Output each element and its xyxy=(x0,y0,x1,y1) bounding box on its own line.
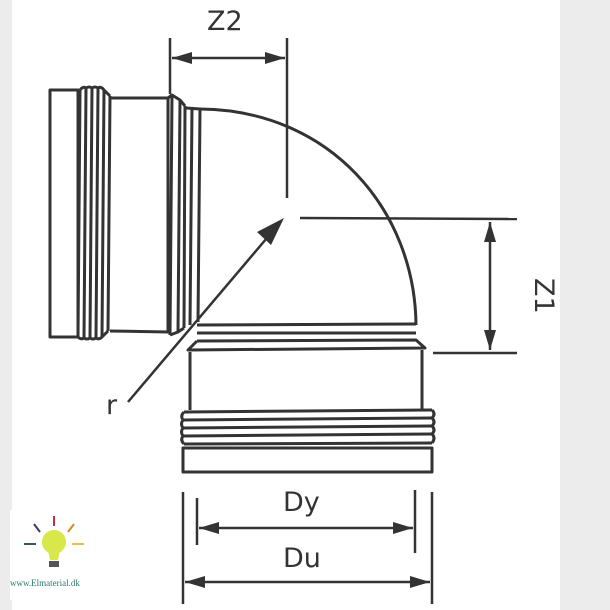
z1-extension-top xyxy=(299,216,518,221)
left-socket-threads xyxy=(76,85,112,341)
left-socket-body xyxy=(109,96,170,334)
dimensions xyxy=(127,38,518,604)
bottom-band xyxy=(186,322,427,352)
dy-label: Dy xyxy=(283,487,320,518)
r-arrowhead xyxy=(257,218,284,245)
r-label: r xyxy=(106,390,118,421)
bottom-socket-threads xyxy=(180,408,436,446)
elbow-fitting xyxy=(48,85,436,474)
elmaterial-logo xyxy=(10,510,98,600)
bottom-socket-body xyxy=(188,350,424,410)
bottom-socket-rim xyxy=(181,446,434,474)
lightbulb-icon xyxy=(24,516,84,567)
elbow-bend xyxy=(199,107,418,326)
z1-label: Z1 xyxy=(528,278,559,314)
left-collar xyxy=(185,106,202,326)
r-leader-line xyxy=(127,231,273,403)
logo-text: www.Elmaterial.dk xyxy=(10,578,80,588)
left-band xyxy=(167,93,187,337)
du-label: Du xyxy=(283,543,321,574)
left-socket-rim xyxy=(48,88,80,339)
z2-label: Z2 xyxy=(207,6,243,37)
